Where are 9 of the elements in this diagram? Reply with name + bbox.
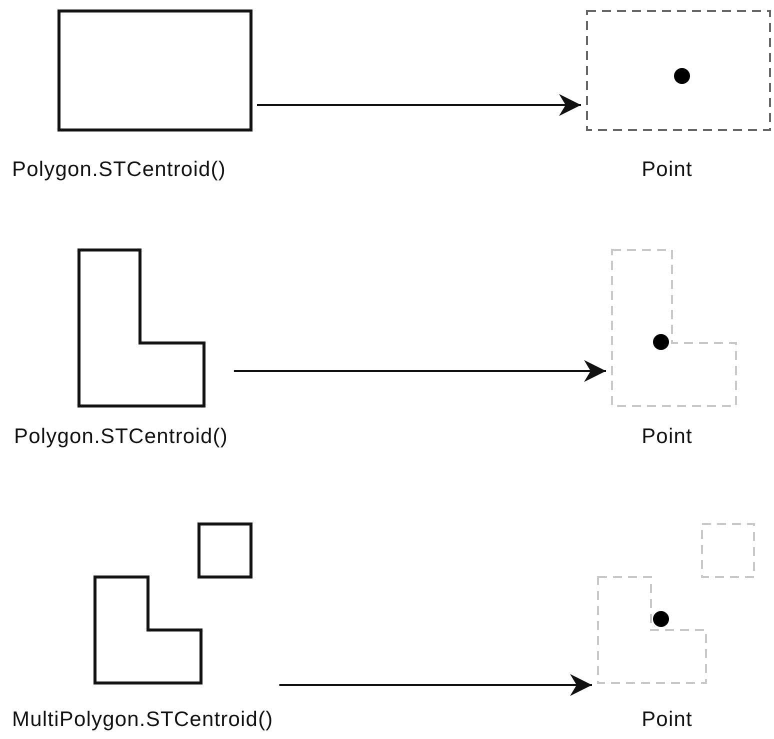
- arrow: [234, 360, 606, 382]
- arrow: [279, 674, 592, 696]
- function-label: Point: [642, 158, 692, 182]
- function-label: Polygon.STCentroid(): [12, 158, 226, 182]
- function-label: Point: [642, 708, 692, 732]
- function-label: MultiPolygon.STCentroid(): [12, 708, 274, 732]
- function-label: Polygon.STCentroid(): [14, 425, 228, 449]
- arrow: [257, 94, 581, 116]
- function-label: Point: [642, 425, 692, 449]
